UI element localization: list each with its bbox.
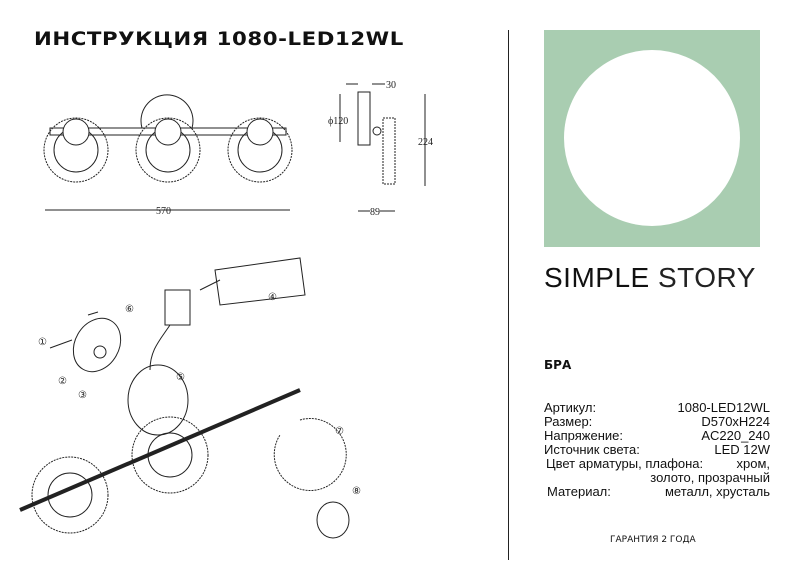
- svg-text:③: ③: [78, 390, 87, 401]
- brand-part2: STORY: [657, 262, 756, 293]
- product-type: БРА: [544, 358, 572, 372]
- spec-value: 1080-LED12WL: [677, 400, 771, 415]
- dimension-diameter: ϕ120: [328, 116, 348, 127]
- spec-label: Напряжение:: [544, 428, 623, 443]
- technical-drawings: 570 30 ϕ120 224 89 ① ② ③ ④ ⑤ ⑥ ⑦ ⑧: [19, 80, 433, 539]
- spec-label: Материал:: [547, 484, 611, 499]
- svg-text:①: ①: [38, 337, 47, 348]
- spec-value: D570xH224: [701, 414, 770, 429]
- brand-part1: SIMPLE: [544, 262, 650, 293]
- dimension-depth-bottom: 89: [370, 207, 380, 218]
- svg-text:⑥: ⑥: [125, 304, 134, 315]
- spec-value: металл, хрусталь: [664, 484, 770, 499]
- svg-text:⑦: ⑦: [335, 426, 344, 437]
- callout-numbers: ① ② ③ ④ ⑤ ⑥ ⑦ ⑧: [38, 292, 361, 497]
- vertical-divider: [508, 30, 509, 560]
- side-view-drawing: [339, 83, 426, 212]
- dimension-width: 570: [156, 206, 171, 217]
- spec-label: Артикул:: [544, 400, 597, 415]
- spec-value: хром,: [736, 456, 770, 471]
- document-title: ИНСТРУКЦИЯ 1080-LED12WL: [34, 28, 404, 50]
- brand-image: [544, 30, 760, 247]
- svg-text:④: ④: [268, 292, 277, 303]
- spec-value: LED 12W: [714, 442, 770, 457]
- white-circle: [564, 50, 740, 226]
- dimension-height: 224: [418, 137, 433, 148]
- dimension-depth-top: 30: [386, 80, 396, 91]
- spec-value: золото, прозрачный: [650, 470, 770, 485]
- svg-text:②: ②: [58, 376, 67, 387]
- spec-label: Размер:: [544, 414, 593, 429]
- spec-label: Цвет арматуры, плафона:: [546, 456, 704, 471]
- spec-value: AC220_240: [701, 428, 770, 443]
- svg-text:⑧: ⑧: [352, 486, 361, 497]
- brand-logo: SIMPLE STORY: [544, 262, 756, 294]
- spec-label: Источник света:: [544, 442, 640, 457]
- svg-text:⑤: ⑤: [176, 372, 185, 383]
- front-view-drawing: [43, 94, 293, 211]
- warranty-note: ГАРАНТИЯ 2 ГОДА: [610, 535, 696, 545]
- assembly-drawing: [19, 257, 350, 539]
